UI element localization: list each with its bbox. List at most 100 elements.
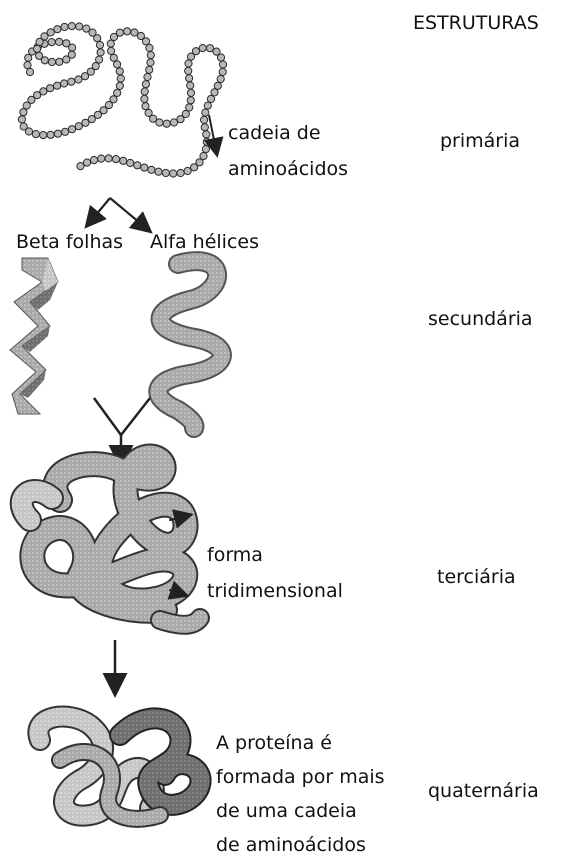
amino-acid-bead: [203, 138, 210, 145]
amino-acid-bead: [116, 82, 123, 89]
amino-acid-bead: [187, 89, 194, 96]
amino-acid-bead: [187, 82, 194, 89]
level-label-quaternary: quaternária: [428, 776, 539, 806]
amino-acid-bead: [47, 131, 54, 138]
amino-acid-bead: [48, 58, 55, 65]
amino-acid-bead: [202, 146, 209, 153]
amino-acid-bead: [141, 88, 148, 95]
amino-acid-bead: [219, 68, 226, 75]
amino-acid-bead: [114, 89, 121, 96]
amino-acid-bead: [120, 157, 127, 164]
amino-acid-chain: [18, 23, 226, 178]
alpha-helix-ribbon: [158, 261, 222, 428]
amino-acid-bead: [204, 102, 211, 109]
amino-acid-bead: [185, 67, 192, 74]
amino-acid-bead: [48, 39, 55, 46]
amino-acid-bead: [25, 128, 32, 135]
structures-header: ESTRUTURAS: [413, 8, 539, 38]
amino-acid-bead: [127, 159, 134, 166]
amino-acid-bead: [69, 44, 76, 51]
branch-arrows: [90, 198, 146, 228]
amino-acid-bead: [54, 130, 61, 137]
amino-acid-bead: [142, 81, 149, 88]
amino-acid-bead: [68, 78, 75, 85]
amino-acid-bead: [90, 157, 97, 164]
amino-acid-bead: [26, 68, 33, 75]
beta-sheet-ribbon: [10, 258, 58, 414]
amino-acid-bead: [162, 169, 169, 176]
amino-acid-bead: [75, 76, 82, 83]
amino-acid-bead: [20, 109, 27, 116]
amino-acid-bead: [24, 62, 31, 69]
amino-acid-bead: [32, 131, 39, 138]
beta-sheet-label: Beta folhas: [16, 227, 123, 257]
amino-acid-bead: [68, 126, 75, 133]
amino-acid-bead: [63, 56, 70, 63]
amino-acid-bead: [191, 164, 198, 171]
amino-acid-bead: [185, 60, 192, 67]
amino-acid-bead: [207, 95, 214, 102]
amino-acid-bead: [163, 120, 170, 127]
amino-acid-bead: [219, 61, 226, 68]
amino-acid-bead: [156, 119, 163, 126]
amino-acid-bead: [199, 45, 206, 52]
amino-acid-bead: [141, 95, 148, 102]
amino-acid-bead: [203, 131, 210, 138]
amino-acid-bead: [56, 58, 63, 65]
amino-acid-bead: [124, 28, 131, 35]
amino-acid-bead: [170, 170, 177, 177]
amino-acid-bead: [75, 123, 82, 130]
amino-acid-bead: [76, 23, 83, 30]
amino-acid-bead: [214, 82, 221, 89]
primary-caption-line2: aminoácidos: [228, 154, 348, 184]
tertiary-folded-ribbon: [22, 456, 200, 624]
amino-acid-bead: [68, 23, 75, 30]
tertiary-caption-line1: forma: [207, 540, 263, 570]
amino-acid-bead: [36, 52, 43, 59]
amino-acid-bead: [108, 47, 115, 54]
amino-acid-bead: [144, 73, 151, 80]
amino-acid-bead: [54, 26, 61, 33]
amino-acid-bead: [47, 29, 54, 36]
amino-acid-bead: [114, 61, 121, 68]
quaternary-caption-line4: de aminoácidos: [216, 830, 366, 860]
amino-acid-bead: [192, 48, 199, 55]
amino-acid-bead: [105, 155, 112, 162]
level-label-secondary: secundária: [428, 304, 533, 334]
amino-acid-bead: [117, 75, 124, 82]
amino-acid-bead: [147, 59, 154, 66]
alpha-helix-label: Alfa hélices: [150, 227, 259, 257]
amino-acid-bead: [47, 85, 54, 92]
quaternary-caption-line3: de uma cadeia: [216, 796, 357, 826]
level-label-primary: primária: [440, 126, 520, 156]
amino-acid-bead: [187, 97, 194, 104]
amino-acid-bead: [97, 49, 104, 56]
amino-acid-bead: [56, 38, 63, 45]
amino-acid-bead: [142, 38, 149, 45]
amino-acid-bead: [54, 82, 61, 89]
amino-acid-bead: [134, 162, 141, 169]
amino-acid-bead: [61, 80, 68, 87]
quaternary-caption-line2: formada por mais: [216, 762, 385, 792]
amino-acid-bead: [61, 23, 68, 30]
amino-acid-bead: [142, 103, 149, 110]
amino-acid-bead: [94, 35, 101, 42]
amino-acid-bead: [116, 29, 123, 36]
amino-acid-bead: [107, 40, 114, 47]
amino-acid-bead: [116, 68, 123, 75]
amino-acid-bead: [184, 167, 191, 174]
level-label-tertiary: terciária: [437, 562, 516, 592]
amino-acid-bead: [155, 168, 162, 175]
amino-acid-bead: [186, 104, 193, 111]
chain-end-arrow: [209, 115, 216, 150]
amino-acid-bead: [201, 124, 208, 131]
amino-acid-bead: [62, 128, 69, 135]
quaternary-folded-ribbons: [38, 717, 200, 819]
amino-acid-bead: [217, 75, 224, 82]
amino-acid-bead: [112, 156, 119, 163]
amino-acid-bead: [201, 116, 208, 123]
amino-acid-bead: [96, 41, 103, 48]
amino-acid-bead: [147, 52, 154, 59]
amino-acid-bead: [18, 116, 25, 123]
quaternary-caption-line1: A proteína é: [216, 728, 332, 758]
